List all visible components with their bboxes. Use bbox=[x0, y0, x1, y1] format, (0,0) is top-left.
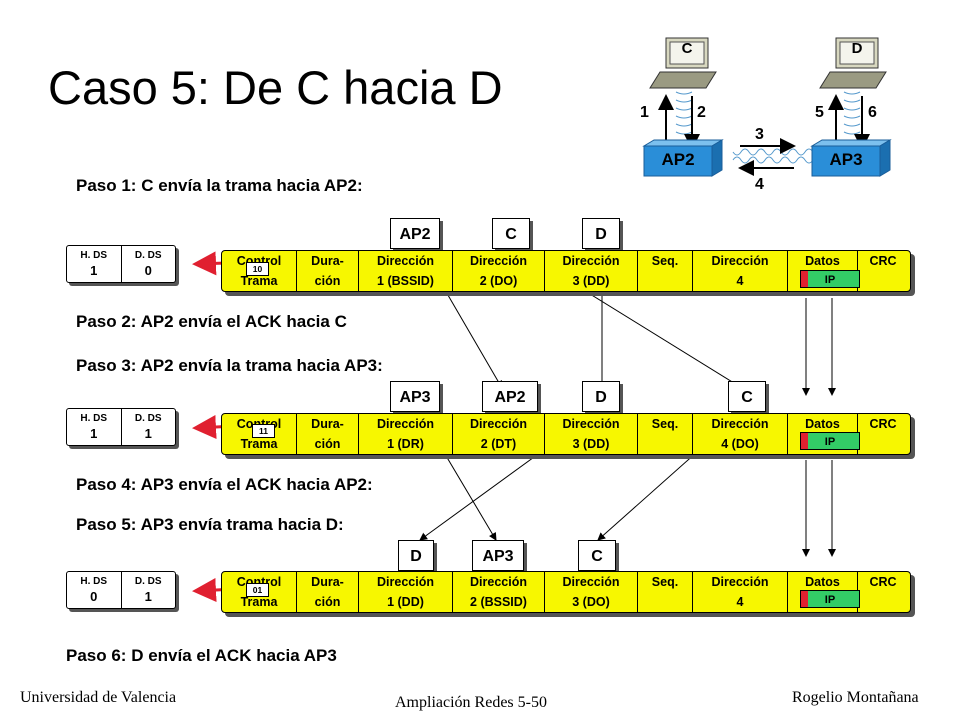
wireless-link-icon bbox=[732, 148, 822, 164]
num-5: 5 bbox=[815, 104, 824, 121]
dds-value: 1 bbox=[144, 589, 152, 604]
dds-value: 1 bbox=[144, 426, 152, 441]
footer-right: Rogelio Montañana bbox=[792, 689, 919, 706]
num-3: 3 bbox=[755, 126, 764, 143]
num-6: 6 bbox=[868, 104, 877, 121]
field-crc: CRC bbox=[869, 575, 897, 589]
num-1: 1 bbox=[640, 104, 649, 121]
hds-label: H. DS bbox=[80, 576, 108, 587]
step-3: Paso 3: AP2 envía la trama hacia AP3: bbox=[76, 356, 383, 375]
hds-value: 0 bbox=[90, 589, 98, 604]
frame2-label-d: D bbox=[582, 381, 620, 412]
ap2-icon bbox=[642, 139, 724, 177]
step-5: Paso 5: AP3 envía trama hacia D: bbox=[76, 515, 344, 534]
hds-label: H. DS bbox=[80, 250, 108, 261]
frame1-label-c: C bbox=[492, 218, 530, 249]
ap3-icon bbox=[810, 139, 892, 177]
num-4: 4 bbox=[755, 176, 764, 193]
frame2-label-ap2: AP2 bbox=[482, 381, 538, 412]
step-4: Paso 4: AP3 envía el ACK hacia AP2: bbox=[76, 475, 373, 494]
page-title: Caso 5: De C hacia D bbox=[48, 61, 503, 114]
frame2-ds-box: H. DS 1 D. DS 1 bbox=[66, 408, 178, 448]
num-2: 2 bbox=[697, 104, 706, 121]
field-seq: Seq. bbox=[638, 251, 693, 291]
field-duracion: Dura-ción bbox=[297, 414, 359, 454]
field-crc: CRC bbox=[869, 254, 897, 268]
frame1-label-d: D bbox=[582, 218, 620, 249]
frame1-ds-box: H. DS 1 D. DS 0 bbox=[66, 245, 178, 285]
footer-left: Universidad de Valencia bbox=[20, 689, 177, 706]
footer-center: Ampliación Redes 5-50 bbox=[395, 694, 547, 711]
frame3-ds-box: H. DS 0 D. DS 1 bbox=[66, 571, 178, 611]
dds-label: D. DS bbox=[134, 576, 162, 587]
dds-label: D. DS bbox=[134, 250, 162, 261]
laptop-d-label: D bbox=[851, 40, 863, 57]
frame2-ip: IP bbox=[800, 432, 860, 450]
hds-value: 1 bbox=[90, 426, 98, 441]
ap2-label: AP2 bbox=[661, 150, 695, 169]
field-duracion: Dura-ción bbox=[297, 572, 359, 612]
frame2-subtype: 11 bbox=[252, 424, 275, 438]
frame3-label-d: D bbox=[398, 540, 434, 571]
hds-label: H. DS bbox=[80, 413, 108, 424]
field-duracion: Dura-ción bbox=[297, 251, 359, 291]
wireless-waves-right-icon bbox=[843, 91, 861, 143]
field-crc: CRC bbox=[869, 417, 897, 431]
step-1: Paso 1: C envía la trama hacia AP2: bbox=[76, 176, 363, 195]
wireless-waves-left-icon bbox=[675, 91, 693, 143]
laptop-d-icon bbox=[819, 37, 887, 89]
dds-value: 0 bbox=[144, 263, 152, 278]
dds-label: D. DS bbox=[134, 413, 162, 424]
field-seq: Seq. bbox=[638, 414, 693, 454]
field-seq: Seq. bbox=[638, 572, 693, 612]
frame3-ip: IP bbox=[800, 590, 860, 608]
frame1-label-ap2: AP2 bbox=[390, 218, 440, 249]
frame1-ip: IP bbox=[800, 270, 860, 288]
hds-value: 1 bbox=[90, 263, 98, 278]
laptop-c-icon bbox=[649, 37, 717, 89]
step-2: Paso 2: AP2 envía el ACK hacia C bbox=[76, 312, 347, 331]
ap3-label: AP3 bbox=[829, 150, 863, 169]
frame3-label-ap3: AP3 bbox=[472, 540, 524, 571]
frame1-subtype: 10 bbox=[246, 262, 269, 276]
frame3-subtype: 01 bbox=[246, 583, 269, 597]
step-6: Paso 6: D envía el ACK hacia AP3 bbox=[66, 646, 337, 665]
laptop-c-label: C bbox=[681, 40, 693, 57]
frame2-label-ap3: AP3 bbox=[390, 381, 440, 412]
frame3-label-c: C bbox=[578, 540, 616, 571]
frame2-label-c: C bbox=[728, 381, 766, 412]
